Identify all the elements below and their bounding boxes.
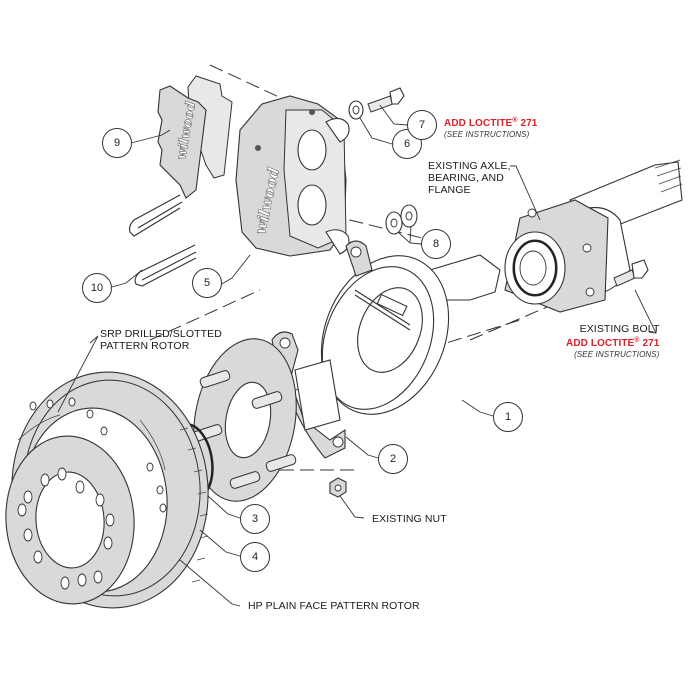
rotor [5,371,209,609]
srp-rotor-label: SRP DRILLED/SLOTTED PATTERN ROTOR [100,328,222,352]
see-instructions-note: (SEE INSTRUCTIONS) [574,350,660,359]
callout-5: 5 [192,268,222,298]
leader-lines [57,104,657,607]
shim-washers [385,204,418,235]
callout-9: 9 [102,128,132,158]
callout-2: 2 [378,444,408,474]
callout-7: 7 [407,110,437,140]
existing-bolt-title: EXISTING BOLT [579,323,660,335]
caliper-bracket [271,331,346,459]
wheel-studs [191,370,297,489]
see-instructions-note: (SEE INSTRUCTIONS) [444,130,530,139]
hub-flange [191,338,341,502]
callout-10: 10 [82,273,112,303]
srp-rotor-line-1: SRP DRILLED/SLOTTED [100,328,222,340]
axle-label: EXISTING AXLE, BEARING, AND FLANGE [428,160,511,196]
loctite-text: ADD LOCTITE [566,338,635,349]
srp-rotor-line-2: PATTERN ROTOR [100,340,190,352]
loctite-label-7: ADD LOCTITE® 271 (SEE INSTRUCTIONS) [444,115,537,140]
brake-pads: wilwood [157,75,233,199]
axle-assembly [504,159,683,313]
axle-label-line-1: EXISTING AXLE, [428,160,511,172]
axle-label-line-3: FLANGE [428,184,471,196]
callout-8: 8 [421,229,451,259]
rotor-lug-holes [17,467,115,590]
registered-mark: ® [634,337,640,344]
rotor-vanes [179,427,209,583]
parking-brake-assembly [320,240,501,415]
existing-bolt [613,259,649,287]
callout-4: 4 [240,542,270,572]
washer-6 [348,100,364,120]
callout-1: 1 [493,402,523,432]
hp-rotor-label: HP PLAIN FACE PATTERN ROTOR [248,600,420,612]
registered-mark: ® [512,117,518,124]
loctite-text: ADD LOCTITE [444,118,513,129]
loctite-number: 271 [639,338,660,349]
existing-nut [329,477,347,498]
callout-3: 3 [240,504,270,534]
existing-bolt-label: EXISTING BOLT ADD LOCTITE® 271 (SEE INST… [566,323,660,360]
existing-nut-label: EXISTING NUT [372,513,447,525]
rotor-drilled-holes [29,397,167,513]
bolt-7 [367,87,405,113]
axle-label-line-2: BEARING, AND [428,172,504,184]
caliper: wilwood [235,95,350,257]
loctite-number: 271 [517,118,538,129]
pad-clips [128,194,197,287]
